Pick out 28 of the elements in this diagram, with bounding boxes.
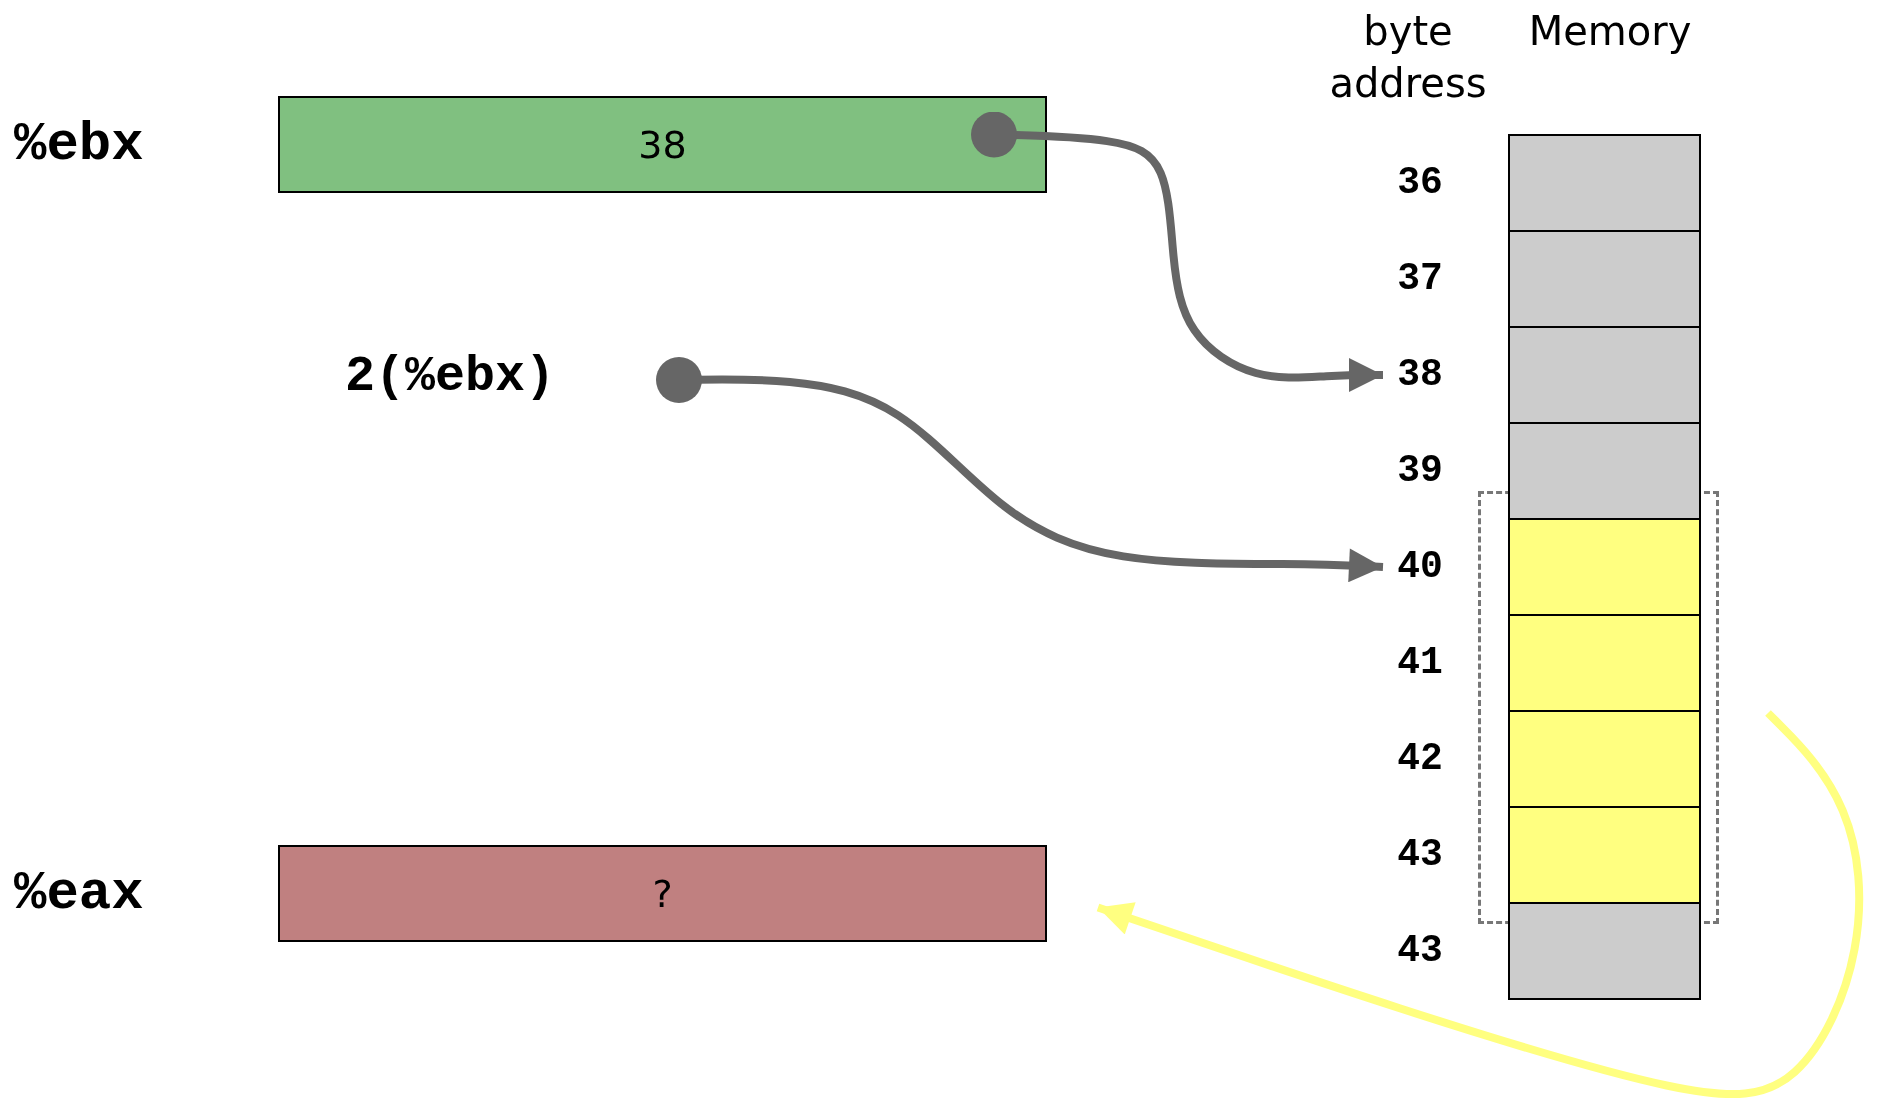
- address-label: 37: [1383, 257, 1457, 301]
- register-name: %ebx: [14, 112, 144, 177]
- address-label: 40: [1383, 545, 1457, 589]
- memory-cell: [1508, 134, 1701, 232]
- memory-cell: [1508, 518, 1701, 616]
- memory-cell: [1508, 710, 1701, 808]
- address-label: 42: [1383, 737, 1457, 781]
- column-heading: Memory: [1527, 7, 1693, 56]
- dashed-outline: [1478, 491, 1719, 924]
- memory-cell: [1508, 902, 1701, 1000]
- operand-text: 2(%ebx): [345, 345, 625, 409]
- memory-cell: [1508, 230, 1701, 328]
- address-label: 38: [1383, 353, 1457, 397]
- register-name: %eax: [14, 861, 144, 926]
- memory-cell: [1508, 422, 1701, 520]
- register-box: 38: [278, 96, 1047, 193]
- address-label: 39: [1383, 449, 1457, 493]
- memory-cell: [1508, 806, 1701, 904]
- arrow: [1096, 710, 1864, 1098]
- register-box: ?: [278, 845, 1047, 942]
- address-label: 36: [1383, 161, 1457, 205]
- memory-cell: [1508, 614, 1701, 712]
- arrow: [656, 357, 1384, 583]
- address-label: 43: [1383, 929, 1457, 973]
- address-label: 41: [1383, 641, 1457, 685]
- address-label: 43: [1383, 833, 1457, 877]
- column-heading: byte address: [1328, 7, 1488, 108]
- memory-cell: [1508, 326, 1701, 424]
